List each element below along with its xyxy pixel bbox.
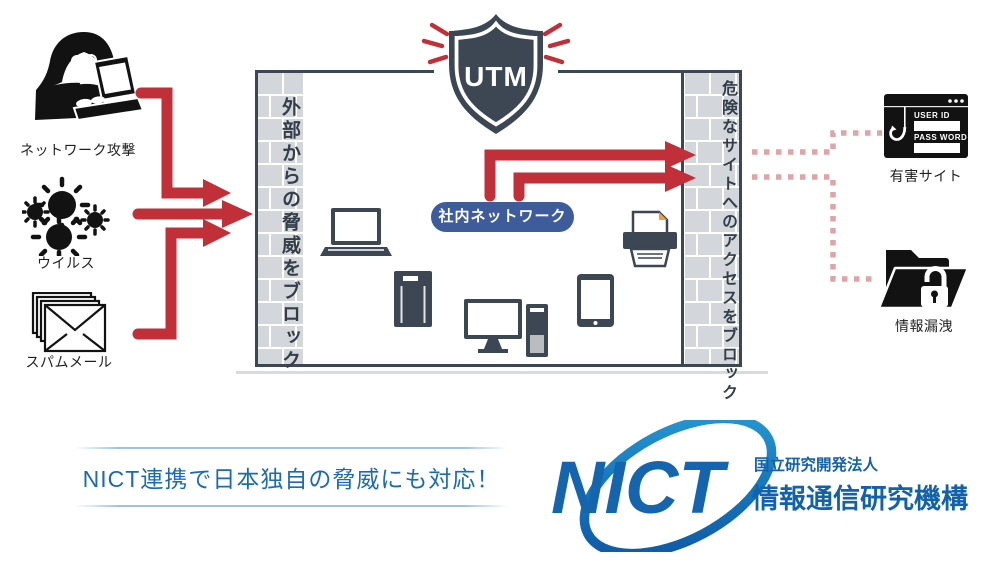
phishing-password-label: PASS WORD: [914, 133, 967, 142]
risk-label-harmful-site: 有害サイト: [889, 168, 963, 184]
threat-label-network-attack: ネットワーク攻撃: [20, 142, 136, 158]
right-wall-inner-edge: [681, 73, 684, 364]
right-firewall-wall: [685, 73, 739, 364]
virus-icon: [22, 176, 110, 256]
laptop-icon: [320, 208, 392, 256]
banner-text: NICT連携で日本独自の脅威にも対応！: [82, 466, 501, 492]
banner-bottom-line: [75, 505, 508, 507]
utm-shield-label: UTM: [464, 61, 528, 92]
internal-network-pill: 社内ネットワーク: [431, 202, 574, 232]
nict-wordmark: NICT: [551, 446, 729, 529]
threat-label-virus: ウイルス: [37, 255, 95, 271]
box-shadow-line: [236, 371, 768, 374]
nict-logo: NICT 国立研究開発法人 情報通信研究機構: [551, 420, 968, 552]
nict-banner: NICT連携で日本独自の脅威にも対応！: [75, 447, 508, 507]
nict-org-type: 国立研究開発法人: [754, 455, 879, 474]
nict-org-name: 情報通信研究機構: [752, 483, 968, 514]
data-leak-folder-icon: [878, 250, 970, 310]
right-wall-caption: 危険なサイトへのアクセスをブロック: [719, 80, 736, 403]
tablet-icon: [577, 274, 614, 327]
threat-label-spam-mail: スパムメール: [25, 354, 113, 370]
banner-top-line: [75, 447, 508, 449]
left-firewall-wall: [258, 73, 303, 364]
server-icon: [394, 271, 432, 327]
fishing-line: [904, 107, 906, 127]
printer-icon: [623, 210, 677, 268]
utm-shield-icon: UTM: [449, 14, 543, 134]
spam-mail-icon: [31, 292, 107, 353]
open-shackle: [924, 266, 947, 288]
risk-label-info-leak: 情報漏洩: [895, 318, 953, 334]
hacker-icon: [35, 32, 142, 122]
left-wall-caption: 外部からの脅威をブロック: [279, 97, 300, 373]
blocked-access-dashed-paths: [752, 130, 882, 282]
nict-swoosh: [579, 420, 777, 552]
desktop-pc-icon: [464, 299, 548, 357]
phishing-userid-label: USER ID: [914, 111, 950, 120]
phishing-site-icon: USER ID PASS WORD: [884, 94, 968, 158]
